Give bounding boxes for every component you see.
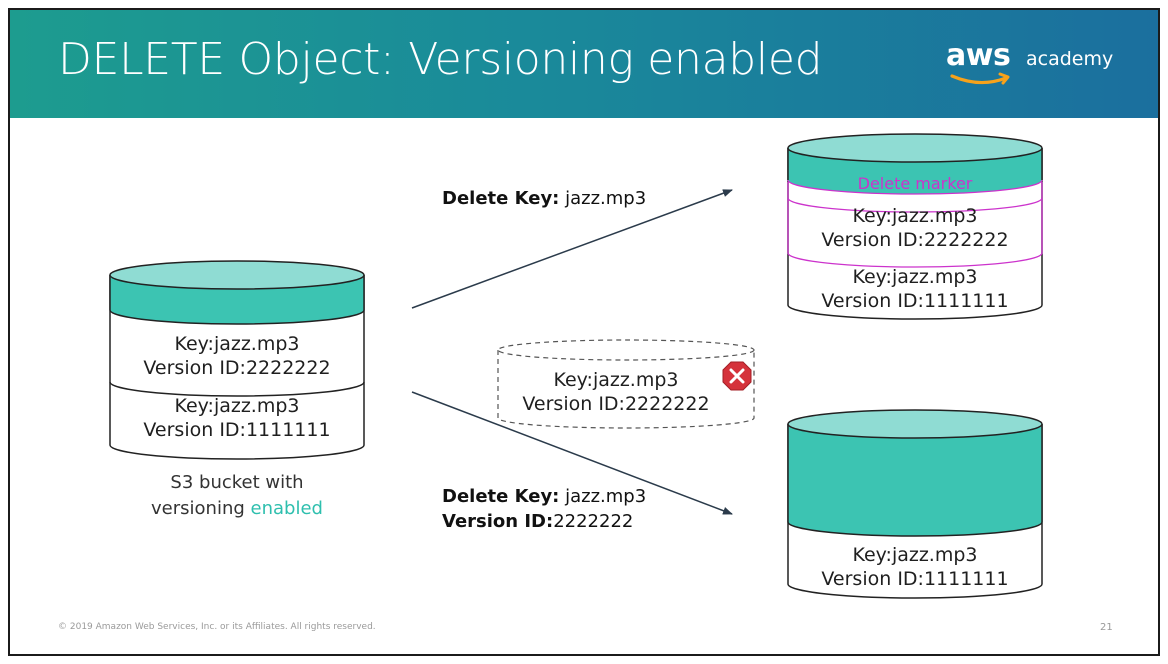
delete-key-annotation: Delete Key: jazz.mp3 — [442, 188, 647, 209]
logo-subtitle: academy — [1026, 48, 1114, 70]
deleted-version-cylinder — [497, 339, 755, 429]
page-number: 21 — [1100, 622, 1113, 633]
arrow-delete-key — [411, 189, 733, 309]
aws-academy-logo: aws academy — [946, 38, 1136, 98]
bottom-right-version: Key:jazz.mp3 Version ID:1111111 — [821, 544, 1009, 590]
delete-marker-label: Delete marker — [857, 174, 973, 193]
left-version-older: Key:jazz.mp3 Version ID:1111111 — [143, 395, 331, 441]
versioning-diagram — [109, 133, 1043, 599]
aws-smile-icon — [950, 72, 1010, 85]
top-right-bucket — [787, 133, 1043, 320]
bucket-caption: S3 bucket with versioning enabled — [151, 472, 323, 519]
arrow-delete-version — [411, 391, 733, 515]
footer-copyright: © 2019 Amazon Web Services, Inc. or its … — [58, 622, 376, 632]
slide-title: DELETE Object: Versioning enabled — [58, 34, 823, 85]
delete-version-annotation: Delete Key: jazz.mp3 Version ID:2222222 — [442, 486, 647, 532]
top-right-version-newer: Key:jazz.mp3 Version ID:2222222 — [821, 205, 1009, 251]
deleted-version-label: Key:jazz.mp3 Version ID:2222222 — [522, 369, 710, 415]
left-bucket — [109, 260, 365, 460]
bottom-right-bucket — [787, 409, 1043, 599]
slide: DELETE Object: Versioning enabled aws ac… — [8, 8, 1160, 656]
header-banner: DELETE Object: Versioning enabled aws ac… — [10, 10, 1158, 118]
logo-wordmark: aws — [946, 38, 1011, 73]
error-x-icon — [722, 361, 752, 391]
left-version-newer: Key:jazz.mp3 Version ID:2222222 — [143, 333, 331, 379]
top-right-version-older: Key:jazz.mp3 Version ID:1111111 — [821, 266, 1009, 312]
